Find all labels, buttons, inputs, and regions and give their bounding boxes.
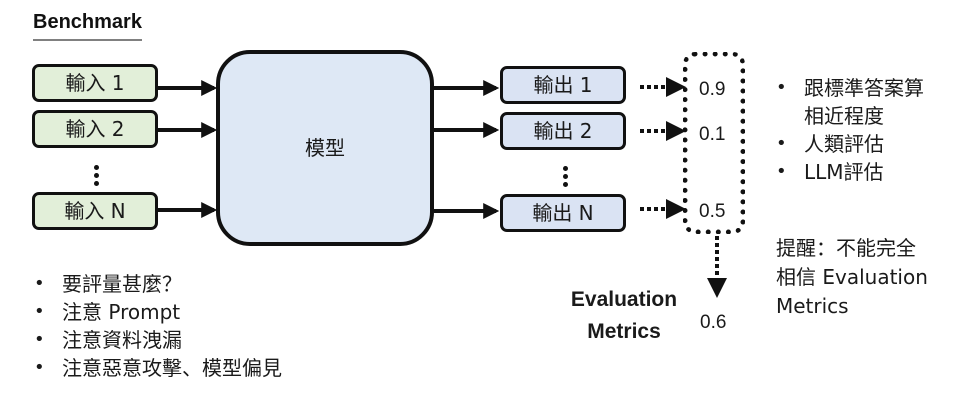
- output-label: 輸出 N: [532, 201, 594, 225]
- warning-line1: 提醒：不能完全: [776, 236, 916, 260]
- consideration-item: 注意 Prompt: [32, 298, 282, 326]
- evaluation-metrics-line1: Evaluation: [570, 288, 678, 311]
- diagram-title: Benchmark: [33, 10, 142, 41]
- score-2: 0.1: [699, 124, 726, 145]
- model-to-output-arrows: [434, 80, 500, 219]
- metric-methods-list: 跟標準答案算 相近程度 人類評估 LLM評估: [774, 74, 924, 186]
- metric-method-item: 人類評估: [774, 130, 924, 158]
- input-label: 輸入 2: [65, 117, 125, 141]
- score-n: 0.5: [699, 201, 726, 222]
- score-1: 0.9: [699, 79, 726, 100]
- input-ellipsis: [94, 165, 100, 189]
- evaluation-metrics-line2: Metrics: [587, 320, 661, 343]
- output-label: 輸出 2: [533, 119, 593, 143]
- input-box-2: 輸入 2: [32, 110, 158, 148]
- input-box-1: 輸入 1: [32, 64, 158, 102]
- output-ellipsis: [563, 166, 569, 190]
- output-box-n: 輸出 N: [500, 194, 626, 232]
- consideration-item: 注意惡意攻擊、模型偏見: [32, 354, 282, 382]
- model-box: 模型: [216, 50, 434, 246]
- model-label: 模型: [305, 136, 345, 160]
- final-score: 0.6: [700, 312, 727, 333]
- evaluation-metrics-label: Evaluation Metrics: [556, 284, 692, 348]
- input-box-n: 輸入 N: [32, 192, 158, 230]
- consideration-item: 要評量甚麼？: [32, 270, 282, 298]
- input-to-model-arrows: [158, 80, 218, 218]
- metric-method-item: LLM評估: [774, 158, 924, 186]
- considerations-list: 要評量甚麼？ 注意 Prompt 注意資料洩漏 注意惡意攻擊、模型偏見: [32, 270, 282, 382]
- output-label: 輸出 1: [533, 73, 593, 97]
- metric-method-line2: 相近程度: [804, 104, 884, 128]
- score-group-box: [683, 52, 745, 234]
- output-box-2: 輸出 2: [500, 112, 626, 150]
- warning-note: 提醒：不能完全 相信 Evaluation Metrics: [776, 234, 976, 321]
- consideration-item: 注意資料洩漏: [32, 326, 282, 354]
- output-to-score-arrows: [640, 77, 686, 219]
- metric-method-line1: 跟標準答案算: [804, 76, 924, 100]
- metric-method-item: 跟標準答案算 相近程度: [774, 74, 924, 130]
- warning-line3: Metrics: [776, 294, 849, 318]
- input-label: 輸入 N: [64, 199, 126, 223]
- output-box-1: 輸出 1: [500, 66, 626, 104]
- warning-line2: 相信 Evaluation: [776, 265, 928, 289]
- input-label: 輸入 1: [65, 71, 125, 95]
